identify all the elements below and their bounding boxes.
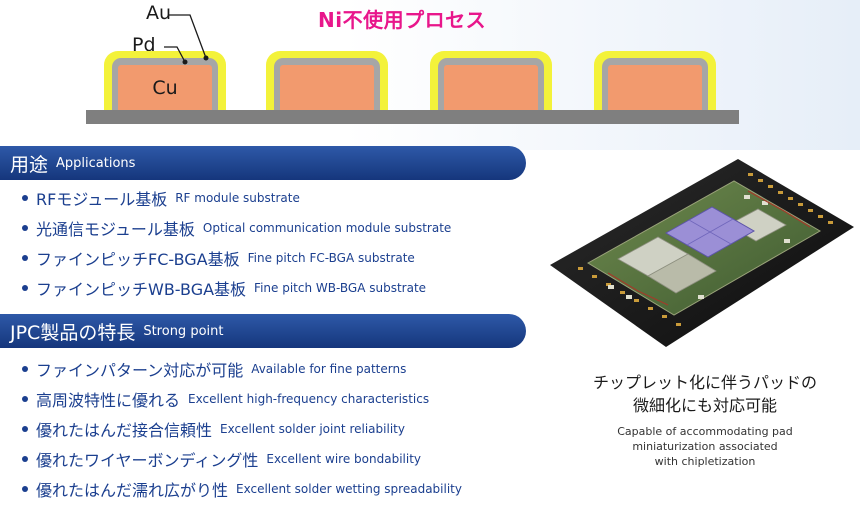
au-leader-dot <box>203 55 209 61</box>
au-leader-line <box>168 14 207 59</box>
list-item: 高周波特性に優れる Excellent high-frequency charac… <box>22 384 462 414</box>
item-en: Fine pitch WB-BGA substrate <box>254 281 427 295</box>
item-jp: 高周波特性に優れる <box>36 391 181 410</box>
caption-jp-line1: チップレット化に伴うパッドの <box>592 373 817 392</box>
caption-en-line2: miniaturization associated <box>632 440 778 453</box>
chiplet-package-image <box>550 159 854 347</box>
small-components <box>608 195 790 299</box>
item-jp: 優れたはんだ接合信頼性 <box>36 421 213 440</box>
caption-jp-line2: 微細化にも対応可能 <box>632 396 777 415</box>
pd-layer <box>438 58 544 110</box>
list-item: 優れたはんだ接合信頼性 Excellent solder joint reliab… <box>22 414 462 444</box>
applications-header: 用途 Applications <box>0 146 526 180</box>
strong-point-header-jp: JPC製品の特長 <box>10 321 136 344</box>
bullet-icon <box>22 195 28 201</box>
item-jp: ファインピッチWB-BGA基板 <box>36 280 247 299</box>
strong-point-header-en: Strong point <box>143 323 224 339</box>
cu-layer <box>608 65 702 110</box>
item-en: Excellent wire bondability <box>266 452 422 466</box>
pad-2 <box>266 51 388 110</box>
pad-3 <box>430 51 552 110</box>
edge-pads <box>578 173 833 326</box>
bullet-icon <box>22 225 28 231</box>
bullet-icon <box>22 486 28 492</box>
pad-1: Cu <box>104 51 226 110</box>
item-jp: RFモジュール基板 <box>36 190 168 209</box>
cu-layer <box>280 65 374 110</box>
cu-label: Cu <box>152 76 178 99</box>
caption-en-line3: with chipletization <box>654 455 756 468</box>
strong-point-header: JPC製品の特長 Strong point <box>0 314 526 348</box>
item-en: Excellent high-frequency characteristics <box>188 392 430 406</box>
bullet-icon <box>22 426 28 432</box>
item-jp: ファインパターン対応が可能 <box>36 361 244 380</box>
caption-en-line1: Capable of accommodating pad <box>617 425 793 438</box>
item-jp: 光通信モジュール基板 <box>36 220 195 239</box>
strong-point-list: ファインパターン対応が可能 Available for fine patterns… <box>22 354 462 504</box>
item-jp: ファインピッチFC-BGA基板 <box>36 250 240 269</box>
list-item: 光通信モジュール基板 Optical communication module s… <box>22 213 451 243</box>
pd-layer <box>602 58 708 110</box>
au-label: Au <box>146 2 172 24</box>
list-item: 優れたワイヤーボンディング性 Excellent wire bondability <box>22 444 462 474</box>
item-en: Optical communication module substrate <box>202 221 452 235</box>
item-en: Excellent solder wetting spreadability <box>236 482 462 496</box>
substrate-layer <box>86 110 739 124</box>
bullet-icon <box>22 456 28 462</box>
list-item: RFモジュール基板 RF module substrate <box>22 183 451 213</box>
bullet-icon <box>22 255 28 261</box>
trace-line <box>747 190 811 228</box>
item-jp: 優れたワイヤーボンディング性 <box>36 451 259 470</box>
trace-line <box>607 272 669 306</box>
applications-header-jp: 用途 <box>10 153 49 176</box>
list-item: ファインパターン対応が可能 Available for fine patterns <box>22 354 462 384</box>
diagram-title: Ni不使用プロセス <box>318 8 487 32</box>
bullet-icon <box>22 396 28 402</box>
list-item: 優れたはんだ濡れ広がり性 Excellent solder wetting spr… <box>22 474 462 504</box>
pd-layer: Cu <box>112 58 218 110</box>
leader-lines <box>164 14 209 65</box>
list-item: ファインピッチFC-BGA基板 Fine pitch FC-BGA substra… <box>22 243 451 273</box>
list-item: ファインピッチWB-BGA基板 Fine pitch WB-BGA substra… <box>22 273 451 303</box>
item-en: RF module substrate <box>175 191 300 205</box>
bullet-icon <box>22 285 28 291</box>
pd-leader-line <box>164 46 186 63</box>
pd-layer <box>274 58 380 110</box>
pad-4 <box>594 51 716 110</box>
bullet-icon <box>22 366 28 372</box>
cu-layer <box>444 65 538 110</box>
pd-label: Pd <box>132 34 156 56</box>
applications-list: RFモジュール基板 RF module substrate 光通信モジュール基板 O… <box>22 183 451 303</box>
item-en: Fine pitch FC-BGA substrate <box>247 251 415 265</box>
cu-layer: Cu <box>118 65 212 110</box>
item-jp: 優れたはんだ濡れ広がり性 <box>36 481 229 500</box>
item-en: Excellent solder joint reliability <box>220 422 405 436</box>
pd-leader-dot <box>182 59 188 65</box>
applications-header-en: Applications <box>56 155 136 171</box>
die-grid-line <box>686 218 734 246</box>
chiplet-block <box>647 253 717 294</box>
item-en: Available for fine patterns <box>251 362 407 376</box>
